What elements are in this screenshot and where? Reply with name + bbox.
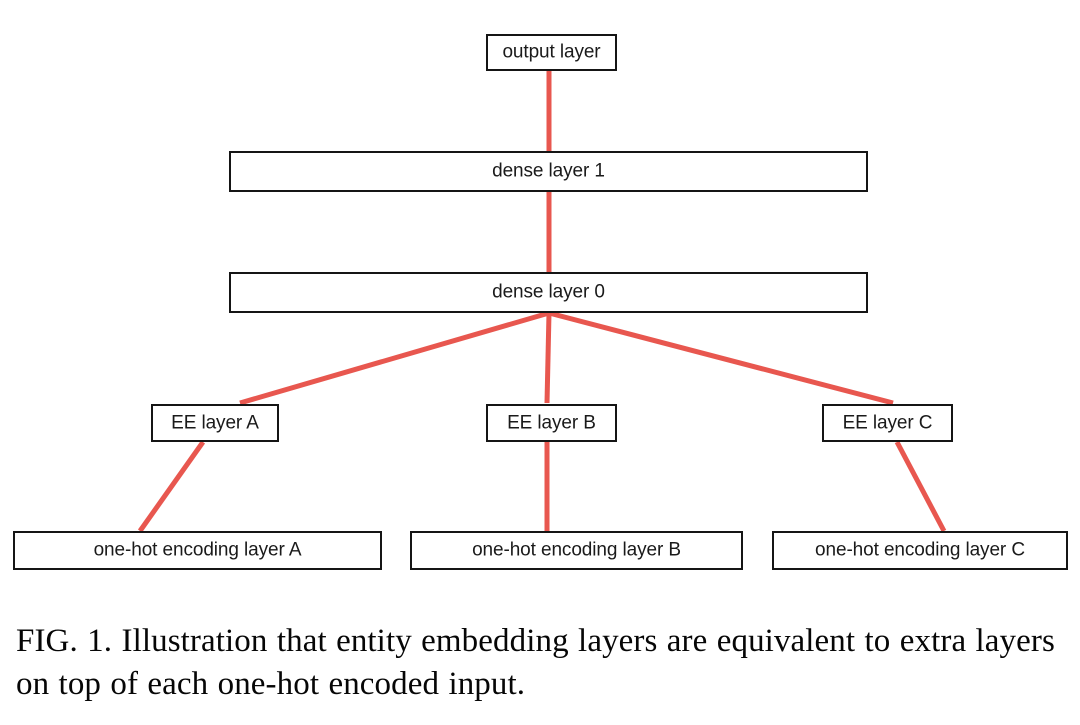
node-ee-layer-a[interactable]: EE layer A [151, 404, 279, 442]
node-onehot-encoding-layer-c[interactable]: one-hot encoding layer C [772, 531, 1068, 570]
node-dense-layer-1[interactable]: dense layer 1 [229, 151, 868, 192]
edge-onehot-a-to-ee-a [137, 440, 206, 533]
node-ee-layer-c-label: EE layer C [842, 412, 933, 433]
node-onehot-encoding-layer-c-label: one-hot encoding layer C [815, 539, 1025, 561]
edge-onehot-c-to-ee-c [894, 440, 947, 533]
node-onehot-encoding-layer-b[interactable]: one-hot encoding layer B [410, 531, 743, 570]
node-ee-layer-b-label: EE layer B [507, 412, 596, 433]
figure-caption: FIG. 1. Illustration that entity embeddi… [16, 623, 1055, 703]
node-onehot-encoding-layer-a-label: one-hot encoding layer A [93, 539, 302, 561]
node-ee-layer-c[interactable]: EE layer C [822, 404, 953, 442]
node-dense-layer-0-label: dense layer 0 [492, 281, 605, 303]
network-diagram: output layer dense layer 1 dense layer 0… [13, 34, 1068, 570]
node-output-layer-label: output layer [502, 41, 601, 63]
edge-ee-b-to-dense0 [544, 312, 552, 404]
node-onehot-encoding-layer-a[interactable]: one-hot encoding layer A [13, 531, 382, 570]
node-ee-layer-a-label: EE layer A [171, 412, 259, 433]
node-output-layer[interactable]: output layer [486, 34, 617, 71]
edge-ee-a-to-dense0 [239, 310, 550, 406]
node-dense-layer-1-label: dense layer 1 [492, 160, 605, 182]
edge-ee-c-to-dense0 [548, 310, 894, 406]
node-ee-layer-b[interactable]: EE layer B [486, 404, 617, 442]
node-dense-layer-0[interactable]: dense layer 0 [229, 272, 868, 313]
node-onehot-encoding-layer-b-label: one-hot encoding layer B [472, 539, 681, 561]
